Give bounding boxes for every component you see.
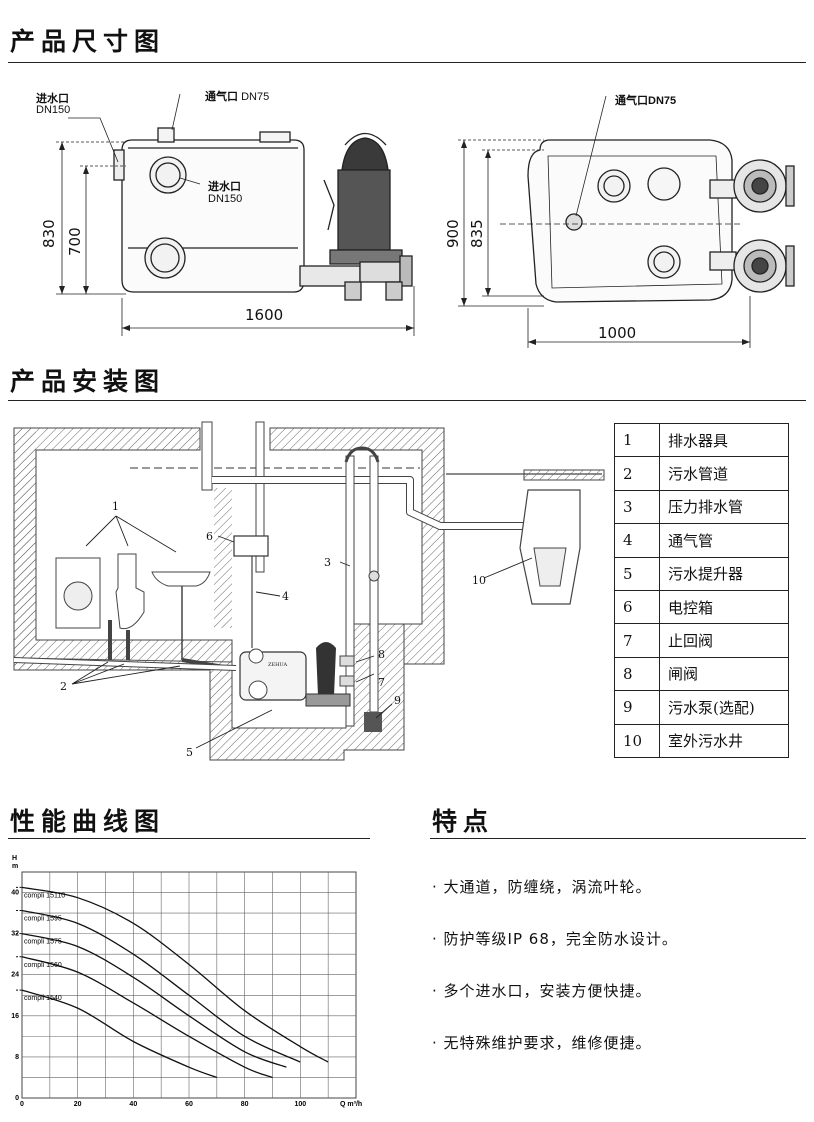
dim-height-900: 900 — [444, 219, 462, 248]
callout-3: 3 — [324, 556, 331, 569]
legend-number: 10 — [614, 723, 660, 758]
features-section-title: 特点 — [432, 807, 495, 836]
dim-height-700: 700 — [66, 227, 84, 256]
station-brand-label: ZEHUA — [268, 662, 288, 668]
chart-y-tick-label: 24 — [11, 972, 19, 979]
chart-y-axis-label: H — [12, 855, 17, 862]
chart-series-label: compli 15110 — [24, 892, 65, 899]
legend-text: 通气管 — [659, 523, 789, 558]
side-inlet2-label: 进水口 — [208, 181, 241, 193]
chart-y-tick-label: 40 — [11, 890, 19, 897]
legend-number: 1 — [614, 422, 660, 458]
features-title-rule — [430, 838, 806, 839]
chart-x-tick-label: 80 — [241, 1101, 249, 1108]
chart-y-tick-label: 8 — [15, 1054, 19, 1061]
dim-height-830: 830 — [40, 219, 58, 248]
legend-number: 2 — [614, 456, 660, 491]
legend-number: 4 — [614, 523, 660, 558]
chart-series-line — [21, 989, 218, 1079]
legend-text: 污水管道 — [659, 456, 789, 491]
callout-5: 5 — [186, 746, 193, 759]
chart-y-tick-label: 16 — [11, 1013, 19, 1020]
chart-x-axis-label: Q m³/h — [340, 1101, 362, 1108]
callout-6: 6 — [206, 530, 213, 543]
dimensions-title-rule — [8, 62, 806, 63]
callout-9: 9 — [394, 694, 401, 707]
performance-section-title: 性能曲线图 — [10, 807, 166, 836]
feature-item-2: · 防护等级IP 68，完全防水设计。 — [432, 930, 678, 948]
legend-text: 污水提升器 — [659, 556, 789, 591]
dim-length-1600: 1600 — [245, 306, 284, 324]
chart-series-label: compli 1560 — [24, 962, 62, 969]
dim-height-835: 835 — [468, 219, 486, 248]
chart-x-tick-label: 100 — [294, 1101, 306, 1108]
legend-number: 9 — [614, 690, 660, 725]
legend-text: 污水泵(选配) — [659, 690, 789, 725]
side-view-drawing — [56, 93, 415, 336]
legend-row: 8 闸阀 — [614, 656, 789, 692]
installation-diagram: 1 2 3 4 5 6 7 8 9 10 ZEHUA — [13, 421, 605, 761]
legend-text: 闸阀 — [659, 656, 789, 692]
chart-series-line — [21, 933, 287, 1068]
chart-series-label: compli 1595 — [24, 916, 62, 923]
chart-x-tick-label: 40 — [129, 1101, 137, 1108]
legend-text: 止回阀 — [659, 623, 789, 658]
dimensions-section-title: 产品尺寸图 — [10, 27, 166, 56]
callout-7: 7 — [378, 676, 385, 689]
dim-width-1000: 1000 — [598, 324, 637, 342]
callout-10: 10 — [472, 574, 486, 587]
performance-chart: 0 20 40 60 80 100 0 8 16 24 32 40 Hm Q m³/h compli 151… — [11, 855, 362, 1108]
side-vent-label: 通气口 DN75 — [205, 91, 270, 103]
feature-item-3: · 多个进水口，安装方便快捷。 — [432, 982, 652, 1000]
legend-text: 压力排水管 — [659, 489, 789, 525]
chart-x-tick-label: 60 — [185, 1101, 193, 1108]
installation-title-rule — [8, 400, 806, 401]
legend-text: 排水器具 — [659, 422, 789, 458]
callout-1: 1 — [112, 500, 119, 513]
performance-title-rule — [8, 838, 370, 839]
chart-x-tick-label: 0 — [20, 1101, 24, 1108]
top-view-drawing — [458, 95, 795, 348]
legend-text: 电控箱 — [659, 589, 789, 625]
side-inlet2-size: DN150 — [208, 193, 243, 205]
chart-series-label: compli 1540 — [24, 995, 62, 1002]
side-inlet-size: DN150 — [36, 104, 71, 116]
chart-y-axis-unit: m — [12, 863, 18, 870]
legend-number: 7 — [614, 623, 660, 658]
legend-number: 8 — [614, 656, 660, 692]
callout-8: 8 — [378, 648, 385, 661]
chart-series-label: compli 1575 — [24, 939, 62, 946]
legend-number: 6 — [614, 589, 660, 625]
chart-series-line — [21, 886, 329, 1063]
callout-4: 4 — [282, 590, 289, 603]
top-vent-label: 通气口DN75 — [615, 95, 677, 107]
legend-text: 室外污水井 — [659, 723, 789, 758]
chart-series-line — [21, 956, 273, 1079]
feature-item-1: · 大通道，防缠绕，涡流叶轮。 — [432, 878, 652, 896]
legend-number: 3 — [614, 489, 660, 525]
chart-series-line — [21, 909, 301, 1063]
chart-y-tick-label: 0 — [15, 1095, 19, 1102]
legend-number: 5 — [614, 556, 660, 591]
chart-y-tick-label: 32 — [11, 931, 19, 938]
side-inlet-label: 进水口 — [36, 93, 69, 105]
feature-item-4: · 无特殊维护要求，维修便捷。 — [432, 1034, 652, 1052]
callout-2: 2 — [60, 680, 67, 693]
installation-section-title: 产品安装图 — [10, 367, 166, 396]
chart-x-tick-label: 20 — [74, 1101, 82, 1108]
